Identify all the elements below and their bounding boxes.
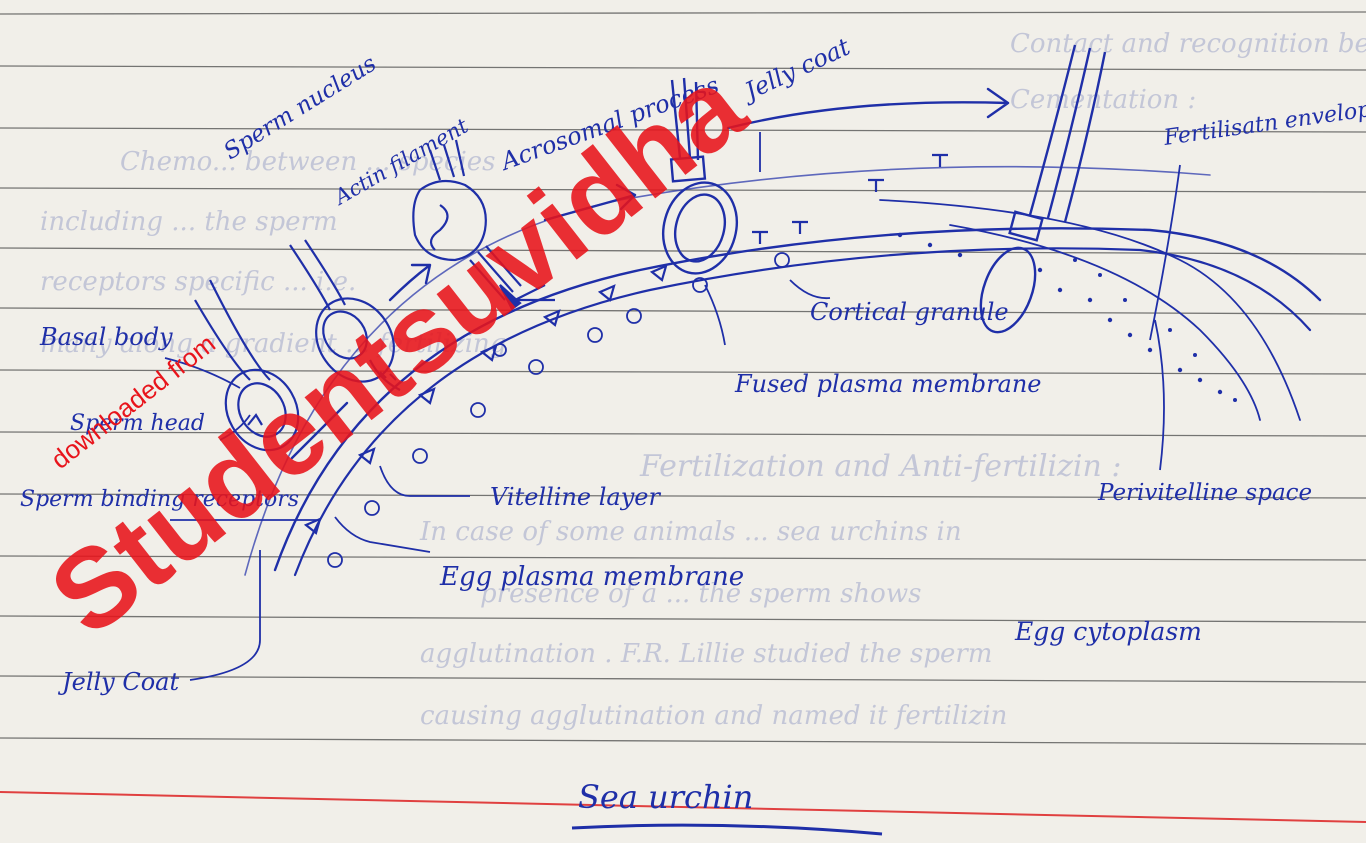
vitelline-layer-label: Vitelline layer [490,483,661,511]
cortical-granule-label: Cortical granule [810,298,1009,326]
bg-line: Fertilization and Anti-fertilizin : [639,449,1122,484]
bg-line: receptors specific ... i.e. [40,267,356,297]
bg-line: Contact and recognition between sperm an… [1010,29,1366,59]
bg-line: agglutination . F.R. Lillie studied the … [420,639,992,669]
caption-underline [572,825,882,834]
basal-body-label: Basal body [39,323,173,351]
bg-line: In case of some animals ... sea urchins … [419,517,962,547]
bg-line: causing agglutination and named it ferti… [420,701,1007,731]
jelly-coat-bottom-label: Jelly Coat [57,668,179,696]
diagram-caption: Sea urchin [578,778,753,816]
egg-cytoplasm-label: Egg cytoplasm [1014,617,1202,646]
fused-plasma-membrane-label: Fused plasma membrane [734,370,1042,398]
bg-line: Cementation : [1010,85,1196,115]
bg-line: including ... the sperm [40,207,338,237]
perivitelline-space-label: Perivitelline space [1097,480,1312,506]
jelly-coat-top-label: Jelly coat [736,32,854,107]
egg-plasma-membrane-label: Egg plasma membrane [439,562,744,592]
